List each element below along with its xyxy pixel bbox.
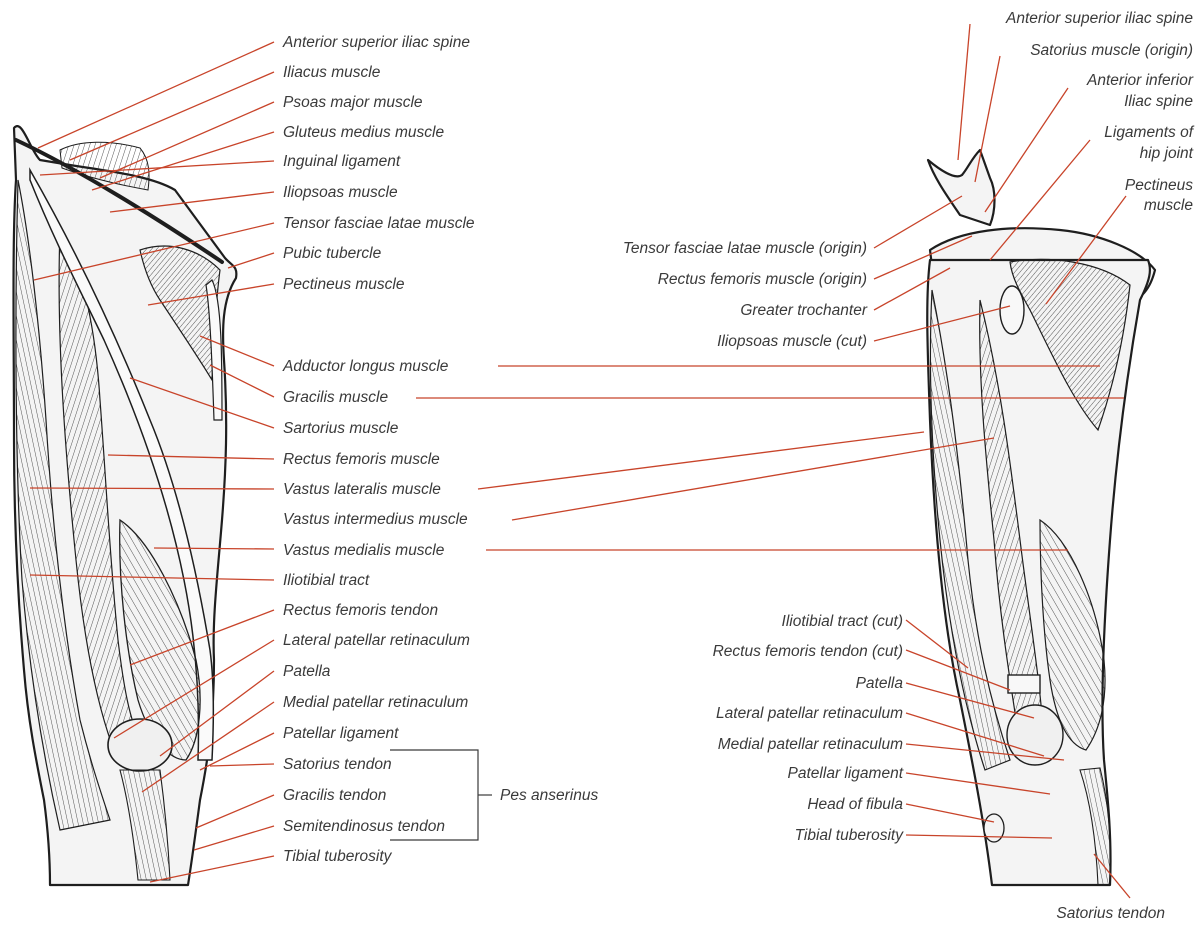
- left-patella-shape: [108, 719, 172, 771]
- right-label-anterior-inferior: Anterior inferior: [1086, 72, 1194, 89]
- left-label-iliotibial-tract: Iliotibial tract: [283, 572, 370, 589]
- left-label-rectus-femoris-muscle: Rectus femoris muscle: [283, 451, 440, 468]
- left-label-pubic-tubercle: Pubic tubercle: [283, 245, 382, 262]
- right-label-iliac-spine: Iliac spine: [1124, 93, 1193, 110]
- left-label-adductor-longus-muscle: Adductor longus muscle: [282, 358, 449, 375]
- left-label-patellar-ligament: Patellar ligament: [283, 725, 399, 742]
- leader-line-30: [958, 24, 970, 160]
- right-label-pectineus: Pectineus: [1125, 177, 1193, 194]
- leader-line-27: [478, 432, 924, 489]
- right-label-rectus-femoris-tendon-cut: Rectus femoris tendon (cut): [713, 643, 903, 660]
- left-label-gracilis-muscle: Gracilis muscle: [283, 389, 388, 406]
- left-label-lateral-patellar-retinaculum: Lateral patellar retinaculum: [283, 632, 470, 649]
- right-thigh-illustration: [927, 150, 1155, 885]
- left-label-semitendinosus-tendon: Semitendinosus tendon: [283, 818, 445, 835]
- right-label-muscle: muscle: [1144, 197, 1193, 214]
- right-label-tibial-tuberosity: Tibial tuberosity: [795, 827, 905, 844]
- leader-line-21: [210, 764, 274, 766]
- left-label-medial-patellar-retinaculum: Medial patellar retinaculum: [283, 694, 468, 711]
- leader-line-7: [228, 253, 274, 268]
- right-patella-shape: [1007, 705, 1063, 765]
- leader-line-31: [975, 56, 1000, 182]
- left-label-psoas-major-muscle: Psoas major muscle: [283, 94, 423, 111]
- left-label-patella: Patella: [283, 663, 331, 680]
- left-label-iliopsoas-muscle: Iliopsoas muscle: [283, 184, 398, 201]
- left-labels: Anterior superior iliac spine Iliacus mu…: [282, 34, 598, 865]
- right-label-medial-patellar-retinaculum: Medial patellar retinaculum: [718, 736, 903, 753]
- left-label-iliacus-muscle: Iliacus muscle: [283, 64, 381, 81]
- right-label-anterior-superior-iliac-spine: Anterior superior iliac spine: [1005, 10, 1193, 27]
- leader-line-0: [38, 42, 274, 148]
- right-label-head-of-fibula: Head of fibula: [807, 796, 903, 813]
- left-label-vastus-intermedius-muscle: Vastus intermedius muscle: [283, 511, 468, 528]
- right-label-patellar-ligament: Patellar ligament: [788, 765, 904, 782]
- left-label-vastus-lateralis-muscle: Vastus lateralis muscle: [283, 481, 441, 498]
- left-label-inguinal-ligament: Inguinal ligament: [283, 153, 401, 170]
- right-label-hip-joint: hip joint: [1140, 145, 1194, 162]
- left-label-anterior-superior-iliac-spine: Anterior superior iliac spine: [282, 34, 470, 51]
- right-label-greater-trochanter: Greater trochanter: [740, 302, 867, 319]
- left-label-tibial-tuberosity: Tibial tuberosity: [283, 848, 393, 865]
- right-label-iliotibial-tract-cut: Iliotibial tract (cut): [782, 613, 903, 630]
- left-label-gracilis-tendon: Gracilis tendon: [283, 787, 386, 804]
- label-pes-anserinus: Pes anserinus: [500, 787, 598, 804]
- right-iliopsoas-cut-shape: [1000, 286, 1024, 334]
- left-label-vastus-medialis-muscle: Vastus medialis muscle: [283, 542, 445, 559]
- left-label-tensor-fasciae-latae-muscle: Tensor fasciae latae muscle: [283, 215, 475, 232]
- left-label-satorius-tendon: Satorius tendon: [283, 756, 392, 773]
- leader-line-32: [985, 88, 1068, 212]
- left-label-rectus-femoris-tendon: Rectus femoris tendon: [283, 602, 438, 619]
- left-label-gluteus-medius-muscle: Gluteus medius muscle: [283, 124, 444, 141]
- right-label-iliopsoas-cut: Iliopsoas muscle (cut): [717, 333, 867, 350]
- right-label-patella: Patella: [856, 675, 904, 692]
- right-fibula-head-shape: [984, 814, 1004, 842]
- leader-line-28: [512, 438, 994, 520]
- right-label-lateral-patellar-retinaculum: Lateral patellar retinaculum: [716, 705, 903, 722]
- left-label-pectineus-muscle: Pectineus muscle: [283, 276, 405, 293]
- left-label-sartorius-muscle: Sartorius muscle: [283, 420, 399, 437]
- right-label-ligaments-of: Ligaments of: [1104, 124, 1194, 141]
- right-label-tensor-fasciae-latae-origin: Tensor fasciae latae muscle (origin): [623, 240, 867, 257]
- leader-line-23: [194, 826, 274, 850]
- right-label-satorius-muscle-origin: Satorius muscle (origin): [1030, 42, 1193, 59]
- leader-line-22: [196, 795, 274, 828]
- right-label-satorius-tendon: Satorius tendon: [1056, 905, 1165, 922]
- right-label-rectus-femoris-origin: Rectus femoris muscle (origin): [658, 271, 867, 288]
- right-rectus-tendon-cut-shape: [1008, 675, 1040, 693]
- right-pelvic-spine-shape: [928, 150, 995, 225]
